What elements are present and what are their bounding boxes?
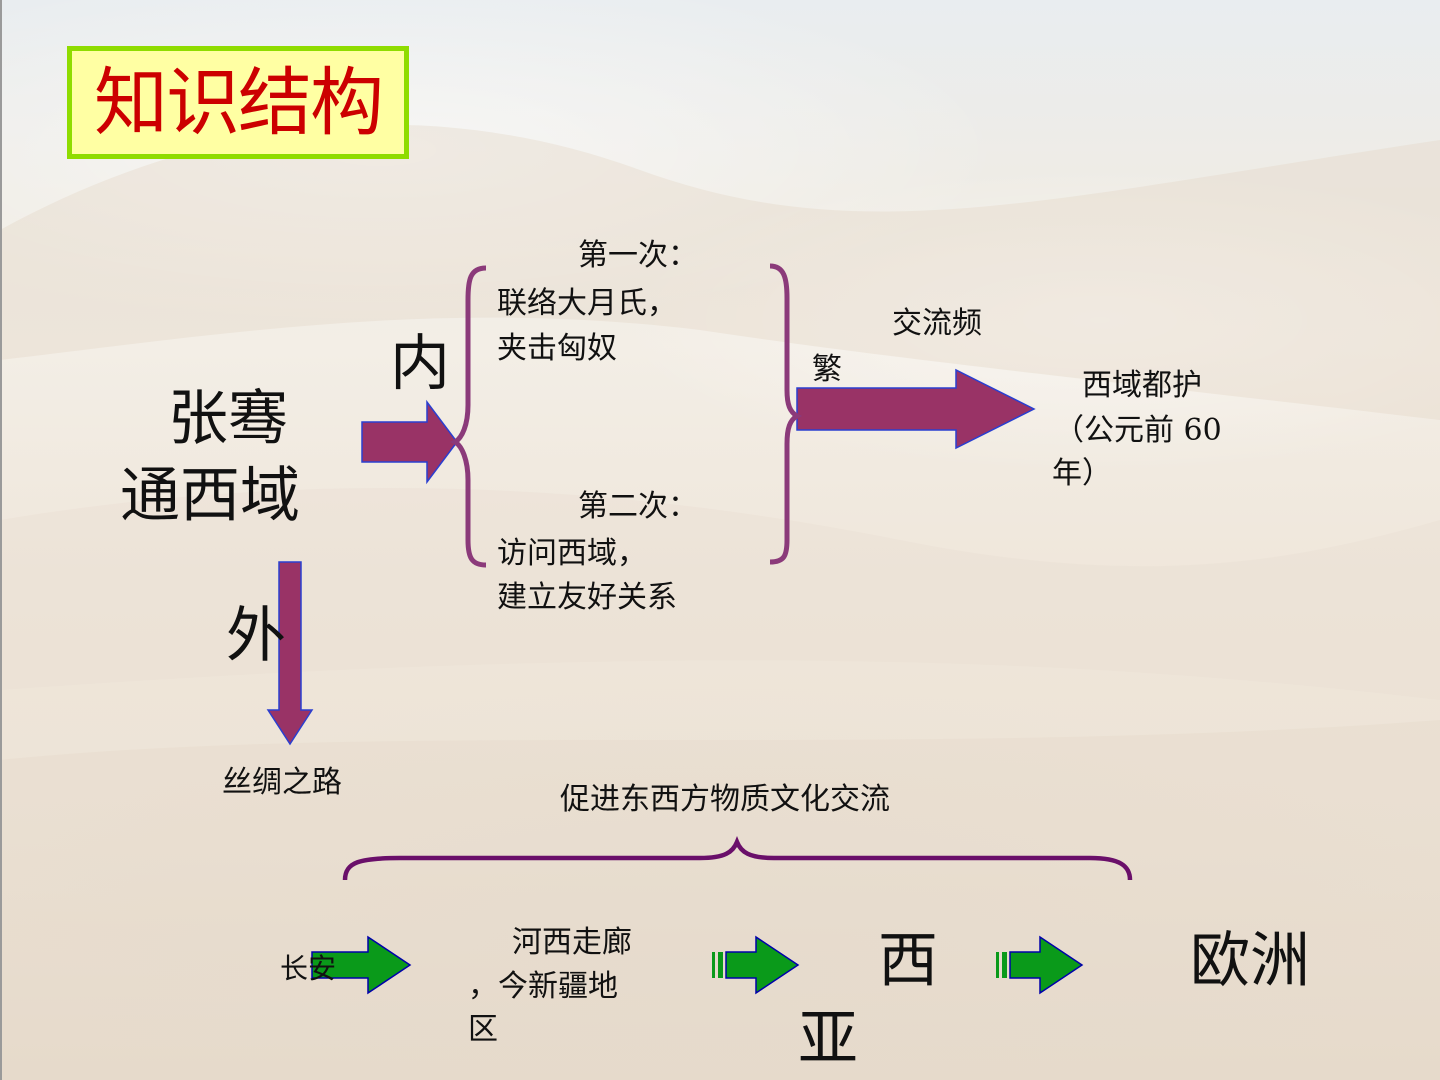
route-west-asia-line2: 亚	[798, 1004, 858, 1074]
promote-label: 促进东西方物质文化交流	[560, 782, 890, 817]
outer-label: 外	[226, 601, 286, 671]
outer-arrow	[266, 561, 314, 746]
silk-road-label: 丝绸之路	[222, 765, 342, 800]
bottom-brace	[342, 835, 1133, 881]
title-box: 知识结构	[67, 46, 409, 159]
second-trip-label: 第二次：	[578, 489, 698, 524]
inner-label: 内	[390, 329, 450, 399]
first-trip-label: 第一次：	[578, 238, 698, 273]
protectorate-line3: 年）	[1052, 456, 1112, 491]
exchange-arrow	[796, 368, 1036, 450]
route-hexi-line2: ，今新疆地	[468, 969, 618, 1004]
first-trip-line1: 联络大月氏，	[497, 286, 677, 321]
inner-arrow	[361, 399, 458, 485]
page-title: 知识结构	[94, 59, 384, 146]
left-brace	[449, 265, 487, 568]
second-trip-line1: 访问西域，	[497, 536, 647, 571]
route-changan: 长安	[280, 952, 337, 985]
first-trip-line2: 夹击匈奴	[497, 331, 617, 366]
route-arrow-1	[311, 935, 412, 995]
center-line1: 张骞	[168, 384, 288, 454]
route-hexi-line1: 河西走廊	[512, 925, 632, 960]
protectorate-line1: 西域都护	[1082, 368, 1202, 403]
second-trip-line2: 建立友好关系	[497, 580, 677, 615]
right-brace	[769, 263, 803, 565]
route-arrow-3	[996, 935, 1084, 995]
protectorate-line2: （公元前 60	[1054, 413, 1222, 448]
exchange-line2: 繁	[812, 352, 842, 387]
exchange-line1: 交流频	[892, 306, 982, 341]
center-line2: 通西域	[120, 461, 300, 531]
route-west-asia-line1: 西	[878, 926, 938, 996]
route-arrow-2	[712, 935, 800, 995]
route-europe: 欧洲	[1190, 926, 1310, 996]
route-hexi-line3: 区	[468, 1012, 498, 1047]
